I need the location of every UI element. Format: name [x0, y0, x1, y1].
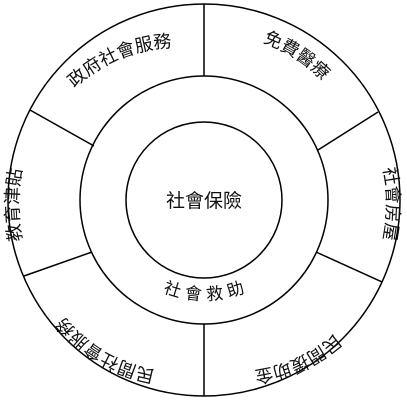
segment-label-education-allowance: 教育津貼 [2, 167, 27, 244]
divider-line [315, 251, 383, 283]
divider-line [317, 111, 379, 151]
divider-line [23, 251, 93, 277]
segment-label-civil-social-services: 民間社會服務 [52, 313, 156, 386]
segment-label-civil-aid-fund: 民間援助金 [253, 330, 345, 387]
inner-circle [125, 121, 283, 279]
segment-label-free-medical: 免費醫療 [261, 27, 334, 84]
center-label-social-insurance: 社會保險 [166, 190, 242, 212]
ring-label-social-assistance: 社 會 救 助 [161, 278, 246, 305]
divider-line [29, 109, 95, 147]
segment-label-government-social-services: 政府社會服務 [64, 31, 172, 92]
